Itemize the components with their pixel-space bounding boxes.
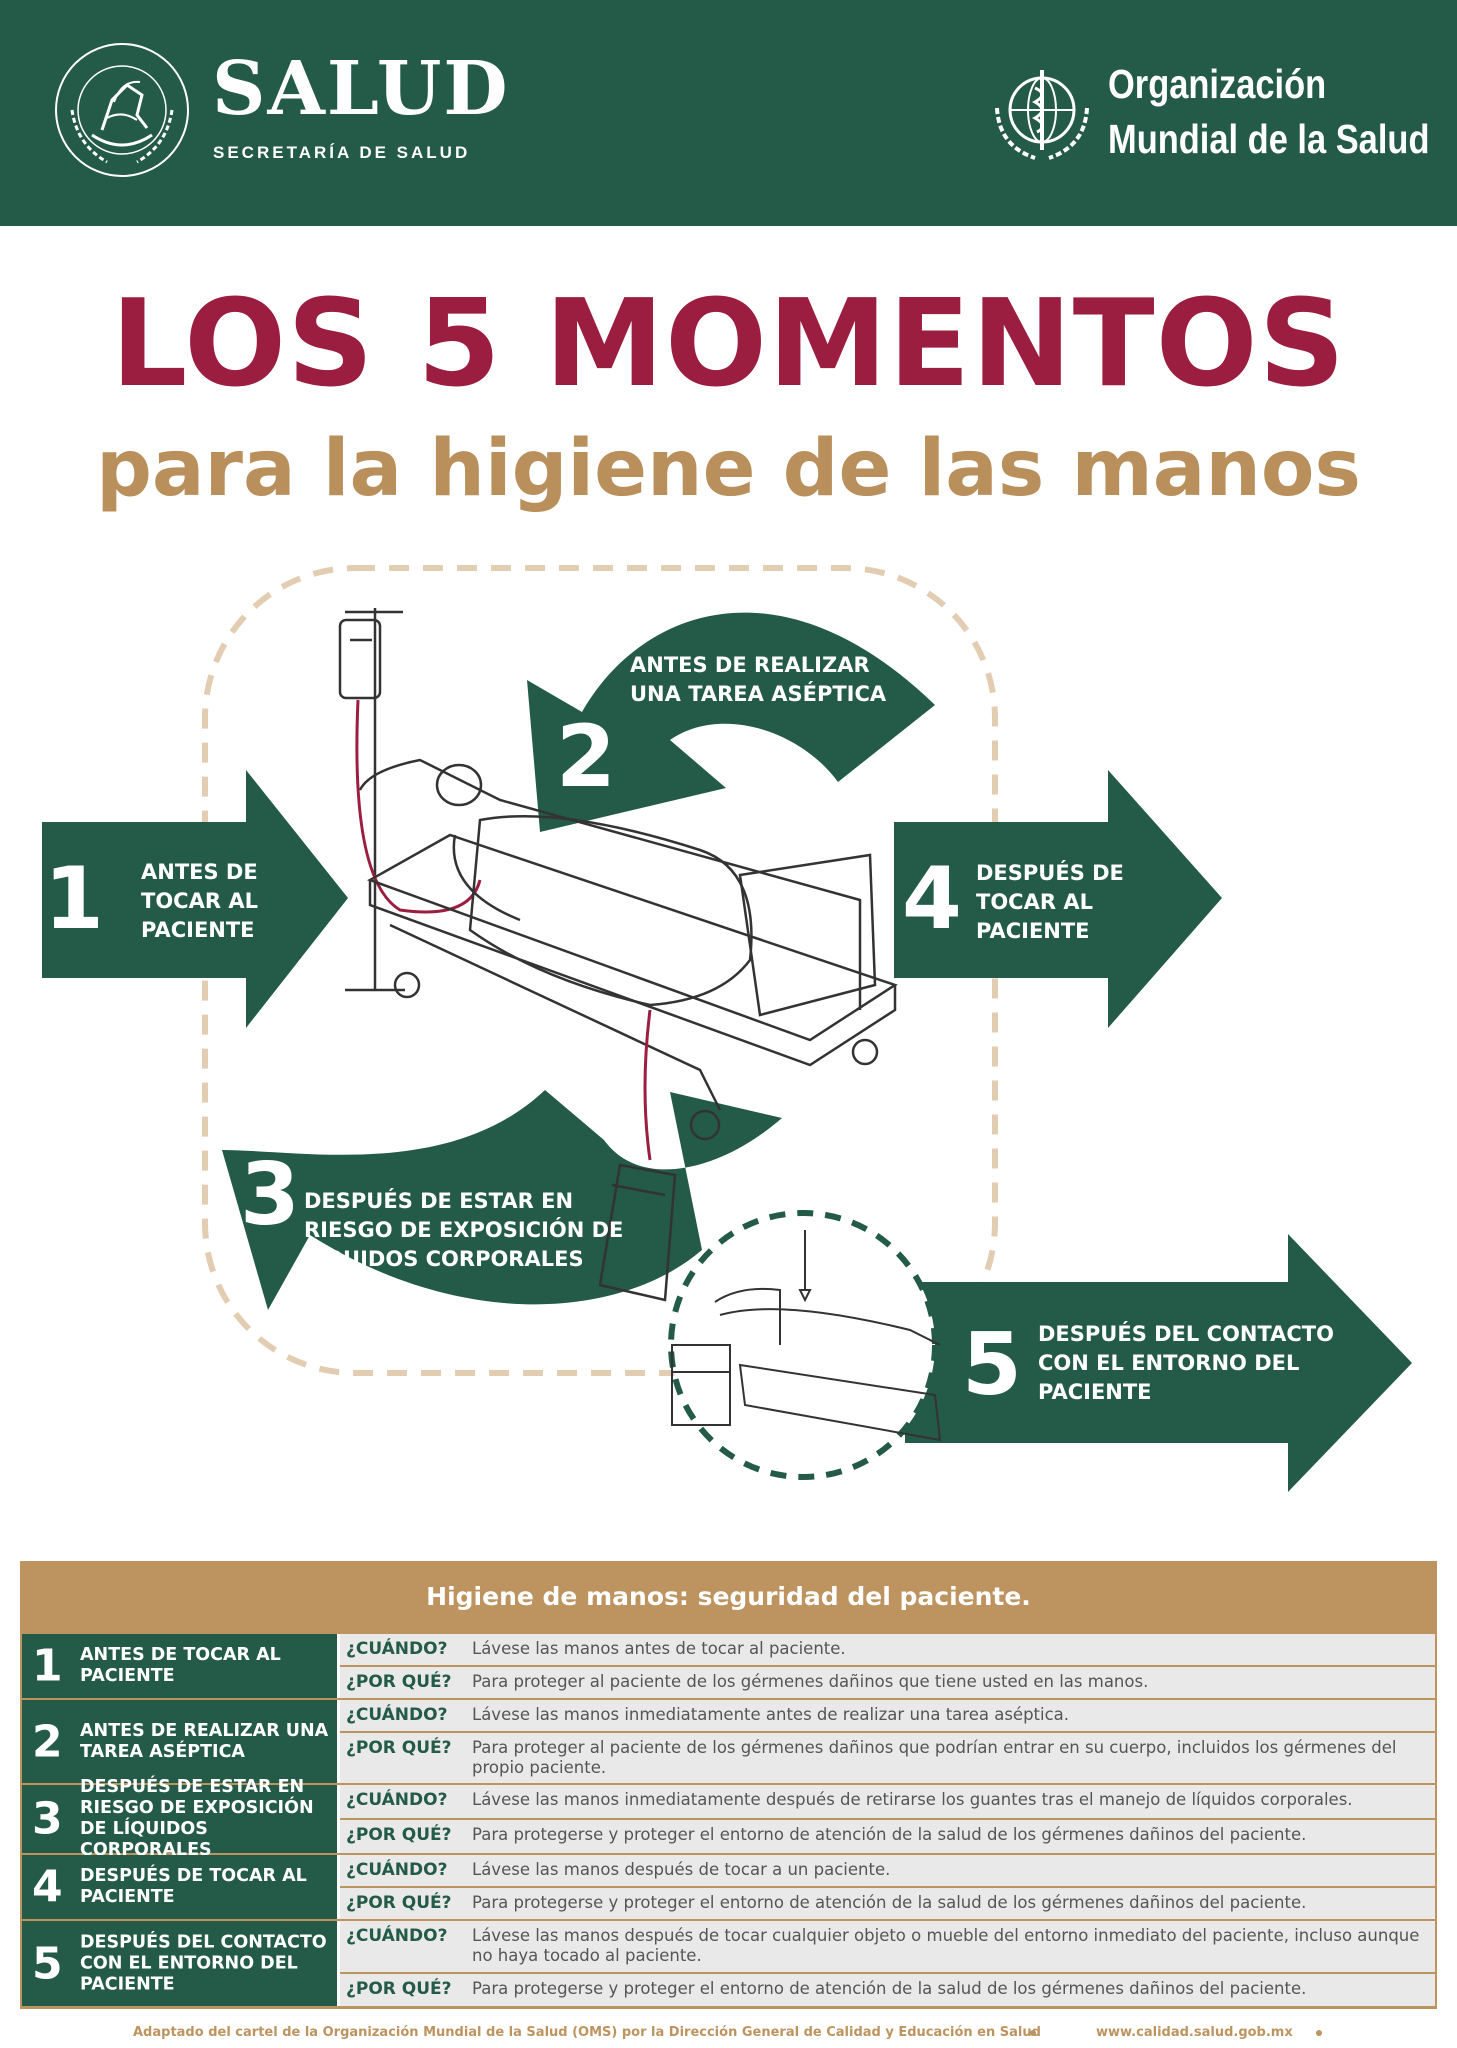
moment-3-number: 3 xyxy=(240,1145,300,1245)
footer-dot-1 xyxy=(1030,2030,1036,2036)
when-label: ¿CUÁNDO? xyxy=(346,1705,448,1725)
moment-5-arrow xyxy=(905,1234,1412,1492)
why-label: ¿POR QUÉ? xyxy=(346,1738,452,1758)
when-text: Lávese las manos inmediatamente antes de… xyxy=(472,1705,1070,1724)
bedside-environment-icon xyxy=(671,1230,942,1442)
when-cell: ¿CUÁNDO? Lávese las manos inmediatamente… xyxy=(340,1785,1435,1818)
when-label: ¿CUÁNDO? xyxy=(346,1926,448,1946)
why-text: Para protegerse y proteger el entorno de… xyxy=(472,1979,1307,1998)
footer-dot-2 xyxy=(1316,2030,1322,2036)
page-subtitle: para la higiene de las manos xyxy=(96,424,1361,514)
moment-3-arrow xyxy=(222,1090,782,1310)
when-label: ¿CUÁNDO? xyxy=(346,1639,448,1659)
when-text: Lávese las manos después de tocar cualqu… xyxy=(472,1926,1420,1965)
row-number: 2 xyxy=(32,1716,63,1767)
mexican-coat-of-arms-icon xyxy=(55,43,189,177)
moment-1-number: 1 xyxy=(44,849,104,949)
header-bar: SALUD SECRETARÍA DE SALUD Organización M… xyxy=(0,0,1457,226)
row-number: 4 xyxy=(32,1861,63,1913)
drain-tube xyxy=(643,1009,652,1161)
why-text: Para proteger al paciente de los gérmene… xyxy=(472,1672,1149,1691)
why-cell: ¿POR QUÉ? Para proteger al paciente de l… xyxy=(340,1667,1435,1698)
why-cell: ¿POR QUÉ? Para protegerse y proteger el … xyxy=(340,1974,1435,2006)
when-cell: ¿CUÁNDO? Lávese las manos después de toc… xyxy=(340,1855,1435,1886)
salud-logo-subtitle: SECRETARÍA DE SALUD xyxy=(213,143,471,162)
when-text: Lávese las manos después de tocar a un p… xyxy=(472,1860,891,1879)
why-label: ¿POR QUÉ? xyxy=(346,1825,452,1845)
row-number: 5 xyxy=(32,1938,63,1989)
why-text: Para protegerse y proteger el entorno de… xyxy=(472,1825,1307,1844)
summary-table: Higiene de manos: seguridad del paciente… xyxy=(20,1561,1437,2009)
table-title: Higiene de manos: seguridad del paciente… xyxy=(426,1582,1031,1611)
environment-dashed-circle xyxy=(668,1210,938,1480)
moment-5-number: 5 xyxy=(962,1315,1022,1415)
row-number: 3 xyxy=(32,1793,63,1845)
five-moments-illustration xyxy=(42,565,1412,1492)
who-name-line1: Organización xyxy=(1108,61,1327,107)
who-name-line2: Mundial de la Salud xyxy=(1108,116,1430,162)
page-title: LOS 5 MOMENTOS xyxy=(110,275,1347,414)
moment-4-number: 4 xyxy=(902,849,962,949)
moment-4-arrow xyxy=(894,770,1222,1028)
why-label: ¿POR QUÉ? xyxy=(346,1893,452,1913)
when-cell: ¿CUÁNDO? Lávese las manos inmediatamente… xyxy=(340,1700,1435,1731)
when-text: Lávese las manos antes de tocar al pacie… xyxy=(472,1639,846,1658)
footer: Adaptado del cartel de la Organización M… xyxy=(0,2025,1457,2045)
iv-tube xyxy=(355,699,482,914)
row-number: 1 xyxy=(32,1640,63,1692)
why-cell: ¿POR QUÉ? Para proteger al paciente de l… xyxy=(340,1733,1435,1783)
why-label: ¿POR QUÉ? xyxy=(346,1672,452,1692)
salud-logo-title: SALUD xyxy=(212,46,510,132)
moment-2-number: 2 xyxy=(556,707,616,807)
urine-bag-icon xyxy=(598,1163,677,1302)
when-label: ¿CUÁNDO? xyxy=(346,1790,448,1810)
footer-url[interactable]: www.calidad.salud.gob.mx xyxy=(1096,2025,1293,2040)
iv-drip-icon xyxy=(338,608,405,992)
patient-zone-dashed-outline xyxy=(202,565,998,1376)
why-text: Para proteger al paciente de los gérmene… xyxy=(472,1738,1397,1777)
when-text: Lávese las manos inmediatamente después … xyxy=(472,1790,1353,1809)
when-cell: ¿CUÁNDO? Lávese las manos antes de tocar… xyxy=(340,1634,1435,1665)
when-label: ¿CUÁNDO? xyxy=(346,1860,448,1880)
footer-credit: Adaptado del cartel de la Organización M… xyxy=(133,2025,1041,2040)
who-emblem-icon xyxy=(995,70,1089,160)
moment-1-arrow xyxy=(42,770,348,1028)
when-cell: ¿CUÁNDO? Lávese las manos después de toc… xyxy=(340,1921,1435,1972)
why-cell: ¿POR QUÉ? Para protegerse y proteger el … xyxy=(340,1888,1435,1919)
why-cell: ¿POR QUÉ? Para protegerse y proteger el … xyxy=(340,1820,1435,1853)
why-label: ¿POR QUÉ? xyxy=(346,1979,452,1999)
moment-2-arrow xyxy=(527,612,935,832)
why-text: Para protegerse y proteger el entorno de… xyxy=(472,1893,1307,1912)
hospital-bed-icon xyxy=(358,758,898,1141)
